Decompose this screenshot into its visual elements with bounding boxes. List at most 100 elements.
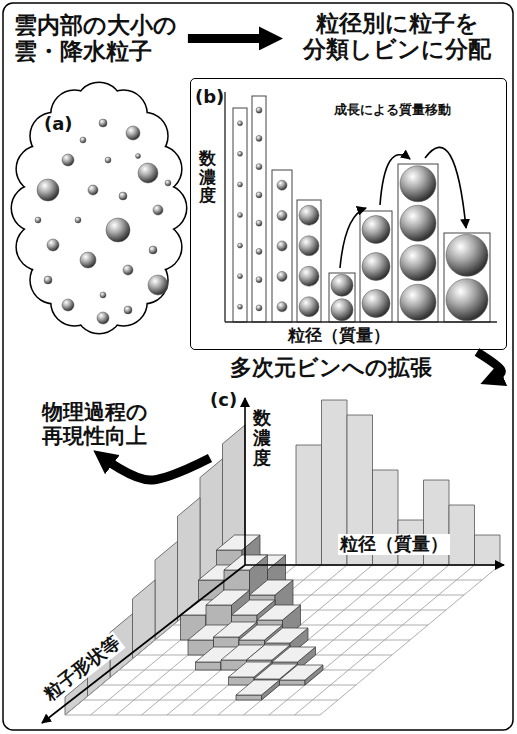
particle [238, 213, 243, 218]
particle [256, 305, 262, 311]
particle [277, 302, 287, 312]
particle [277, 180, 287, 190]
panel-label: 成長による質量移動 [334, 103, 451, 118]
grid-line [244, 565, 424, 715]
histogram-bar [475, 535, 501, 565]
particle [299, 297, 319, 317]
bin-block [236, 680, 280, 700]
block-face [280, 665, 324, 680]
panel-label: (c) [210, 390, 237, 411]
flow-arrow [103, 457, 210, 480]
particle [256, 248, 262, 254]
block-face [280, 680, 306, 685]
particle [105, 157, 111, 163]
block-face [196, 662, 222, 670]
bin-columns [233, 96, 490, 322]
particle [149, 246, 157, 254]
histogram-bar [449, 505, 475, 565]
bin-bar [444, 233, 490, 322]
particle [100, 292, 106, 298]
bin-bar [360, 211, 392, 322]
particle [238, 151, 243, 156]
particle [238, 121, 243, 126]
particle [256, 192, 262, 198]
block-face [217, 535, 261, 550]
particle [256, 277, 262, 283]
particle [88, 185, 98, 195]
block-face [206, 590, 250, 605]
axis-arrow [245, 564, 504, 566]
histogram-bar [296, 445, 322, 565]
particle [299, 236, 319, 256]
panel-label: (a) [44, 114, 73, 135]
panel-label: 粒径（質量） [286, 326, 392, 346]
particle [99, 119, 107, 127]
block-face [265, 628, 309, 643]
particle [256, 164, 262, 170]
particle [277, 211, 287, 221]
particle [400, 166, 436, 202]
growth-arrow [380, 155, 410, 205]
particle [153, 205, 163, 215]
particle [136, 154, 141, 159]
particle [44, 276, 52, 284]
bin-bar [329, 273, 355, 322]
particle [106, 218, 130, 242]
particle [256, 220, 262, 226]
block-face [236, 695, 262, 700]
heading-block: 雲内部の大小の 雲・降水粒子 [14, 12, 182, 65]
particle [238, 304, 243, 309]
cloud-fill [31, 102, 167, 314]
particle [446, 279, 488, 321]
particle [97, 312, 109, 324]
block-face [257, 605, 301, 620]
axis-arrow [42, 565, 245, 723]
particle [238, 182, 243, 187]
particle [400, 284, 436, 320]
bin-bar [398, 164, 438, 322]
growth-arrow [340, 208, 366, 268]
particle [400, 205, 436, 241]
heading-text: 粒径別に粒子を 分類しビンに分配 [287, 10, 507, 63]
particle [124, 306, 132, 314]
grid-line [65, 715, 320, 716]
cloud-outline [8, 78, 190, 336]
chart-region: (c)数濃度粒径（質量）粒子形状等 [210, 388, 510, 726]
particle [299, 266, 319, 286]
particle [138, 163, 158, 183]
growth-arrow [425, 147, 466, 228]
particle [277, 271, 287, 281]
particle [256, 135, 262, 141]
particle [80, 137, 86, 143]
particle [446, 234, 488, 276]
particle [119, 192, 127, 200]
particle [277, 241, 287, 251]
particle [47, 239, 59, 251]
particle [62, 154, 74, 166]
particle [62, 299, 74, 311]
bin-bar [297, 200, 321, 322]
bin-bar [272, 170, 292, 322]
grid-line [295, 565, 475, 715]
particle [331, 299, 353, 321]
heading-text: 雲内部の大小の 雲・降水粒子 [14, 12, 182, 65]
grid-line [218, 565, 398, 715]
particle [362, 290, 390, 318]
floor-grid [65, 565, 500, 715]
flow-arrow [477, 352, 501, 380]
outer-frame [3, 3, 513, 730]
grid-line [320, 565, 500, 715]
particle [165, 180, 171, 186]
block-face [236, 680, 280, 695]
axis-label: 数濃度 [199, 149, 216, 205]
particle [126, 126, 140, 140]
bin-blocks [181, 535, 324, 700]
axis-label: 数濃度 [253, 408, 271, 467]
cloud-shape: (a) [8, 78, 190, 336]
bin-bar [252, 96, 266, 322]
histogram-bar [133, 580, 156, 659]
heading-block: 物理過程の 再現性向上 [42, 400, 153, 448]
particle [123, 265, 133, 275]
particle [362, 253, 390, 281]
axis-line [224, 92, 225, 322]
